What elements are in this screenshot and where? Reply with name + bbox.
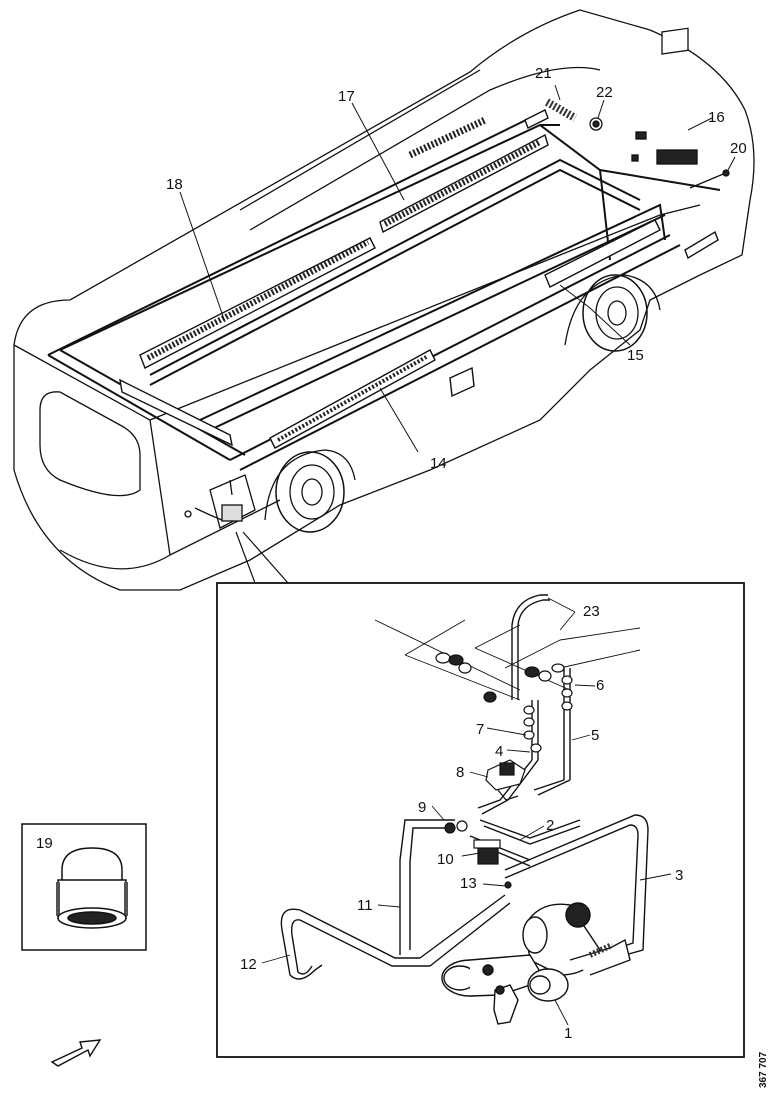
detail-box: 23 6 5 7 4 8 9 2 10 13 3 11 12 1 [216,582,745,1058]
callout-21: 21 [535,65,552,82]
callout-18: 18 [166,176,183,193]
callout-20: 20 [730,140,747,157]
callout-5: 5 [591,727,599,744]
callout-4: 4 [495,743,503,760]
document-number: 367 707 [758,1051,769,1088]
callout-22: 22 [596,84,613,101]
bus-callout-leaders [179,84,736,453]
callout-2: 2 [546,817,554,834]
callout-10: 10 [437,851,454,868]
reference-lines [374,619,641,701]
detail-leaders [235,531,289,584]
inset-19-box: 19 [21,823,147,951]
callout-7: 7 [476,721,484,738]
heating-ducts [47,117,721,471]
rear-heater-unit [184,474,256,529]
callout-19: 19 [36,835,53,852]
callout-14: 14 [430,455,447,472]
filter-cartridge [56,847,128,929]
detail-callout-leaders [261,597,672,1026]
front-components [545,27,730,189]
callout-12: 12 [240,956,257,973]
callout-23: 23 [583,603,600,620]
detail-callouts: 23 6 5 7 4 8 9 2 10 13 3 11 12 1 [240,603,683,1042]
callout-8: 8 [456,764,464,781]
callout-11: 11 [357,897,373,914]
callout-6: 6 [596,677,604,694]
circulation-pump [444,820,512,889]
bus-callouts: 18 17 14 15 16 20 21 22 [166,65,747,472]
callout-17: 17 [338,88,355,105]
callout-9: 9 [418,799,426,816]
bus-body [13,9,755,591]
callout-16: 16 [708,109,725,126]
orientation-arrow-icon [50,1039,102,1067]
convectors [118,109,719,449]
fittings [435,652,573,753]
control-valve [485,759,526,801]
callout-15: 15 [627,347,644,364]
callout-1: 1 [564,1025,572,1042]
callout-13: 13 [460,875,477,892]
callout-3: 3 [675,867,683,884]
auxiliary-heater [441,902,631,1025]
coolant-pipes [280,594,649,980]
